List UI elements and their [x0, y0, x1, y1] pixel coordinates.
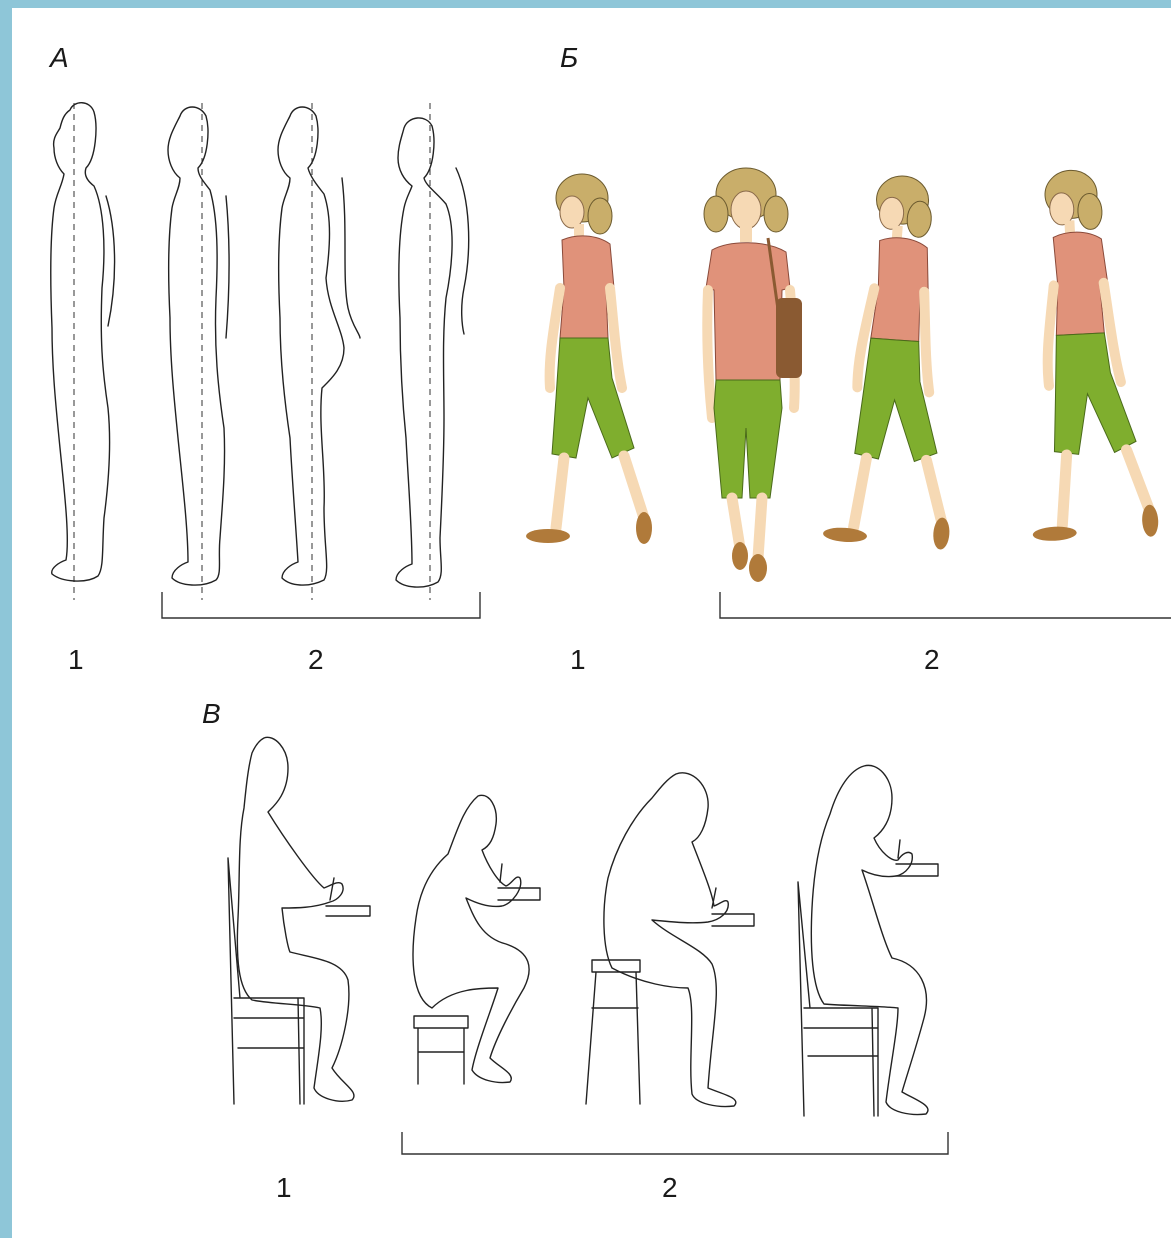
standing-figure-hyperlordosis: [278, 103, 360, 600]
walking-girl-head-down: [823, 172, 975, 550]
standing-figure-kyphosis: [396, 103, 469, 600]
figure-canvas: А Б В 1 2 1 2 1 2: [12, 8, 1171, 1238]
walking-girl-leaning-back: [1014, 167, 1159, 543]
sitting-figure-correct: [228, 737, 370, 1104]
sitting-figure-chair-hunched: [798, 765, 938, 1116]
standing-figure-normal: [51, 103, 115, 600]
section-a-figures: [51, 103, 480, 618]
section-b-figures: [526, 167, 1171, 618]
section-v-figures: [228, 737, 948, 1154]
section-b-bracket: [720, 592, 1171, 618]
section-a-bracket: [162, 592, 480, 618]
walking-girl-correct: [526, 174, 652, 544]
standing-figure-flat-back: [168, 103, 229, 600]
walking-girl-with-bag: [704, 168, 802, 582]
sitting-figure-leaning-forward: [586, 773, 754, 1107]
section-v-bracket: [402, 1132, 948, 1154]
posture-illustrations: [12, 8, 1171, 1238]
sitting-figure-low-stool: [413, 795, 540, 1084]
